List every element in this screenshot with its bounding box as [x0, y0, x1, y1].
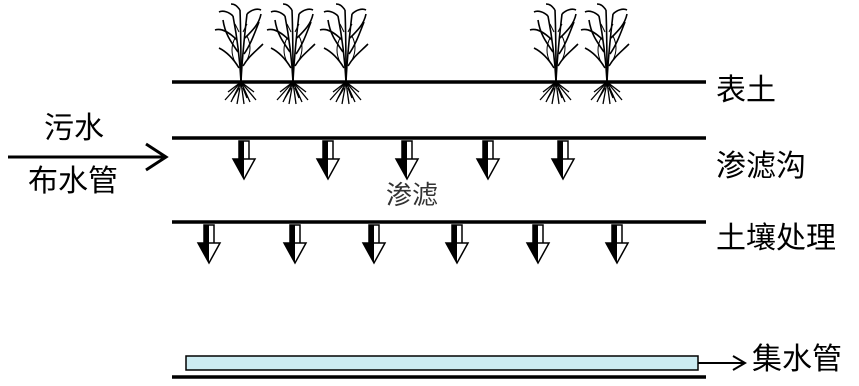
down-arrow-icon [395, 140, 419, 180]
down-arrow-icon [551, 140, 575, 180]
seepage-trench-label: 渗滤沟 [716, 149, 806, 184]
reed-plant-icon [266, 3, 316, 105]
reed-plant-icon [214, 3, 264, 105]
soil-treatment-label: 土壤处理 [716, 221, 836, 256]
down-arrow-icon [526, 224, 550, 264]
down-arrow-icon [605, 224, 629, 264]
down-arrow-icon [362, 224, 386, 264]
reed-plant-icon [319, 3, 369, 105]
inflow-bottom-label: 布水管 [28, 164, 118, 199]
collection-pipe [185, 355, 699, 371]
topsoil-label: 表土 [716, 73, 776, 108]
right-arrow-icon [8, 142, 169, 172]
seepage-label: 渗滤 [386, 181, 439, 211]
down-arrow-icon [476, 140, 500, 180]
down-arrow-icon [197, 224, 221, 264]
reed-plant-icon [580, 3, 630, 105]
reed-plant-icon [529, 3, 579, 105]
down-arrow-icon [232, 140, 256, 180]
right-arrow-icon [698, 355, 747, 371]
inflow-top-label: 污水 [44, 111, 104, 146]
down-arrow-icon [316, 140, 340, 180]
down-arrow-icon [445, 224, 469, 264]
down-arrow-icon [283, 224, 307, 264]
collection-pipe-label: 集水管 [752, 342, 842, 377]
